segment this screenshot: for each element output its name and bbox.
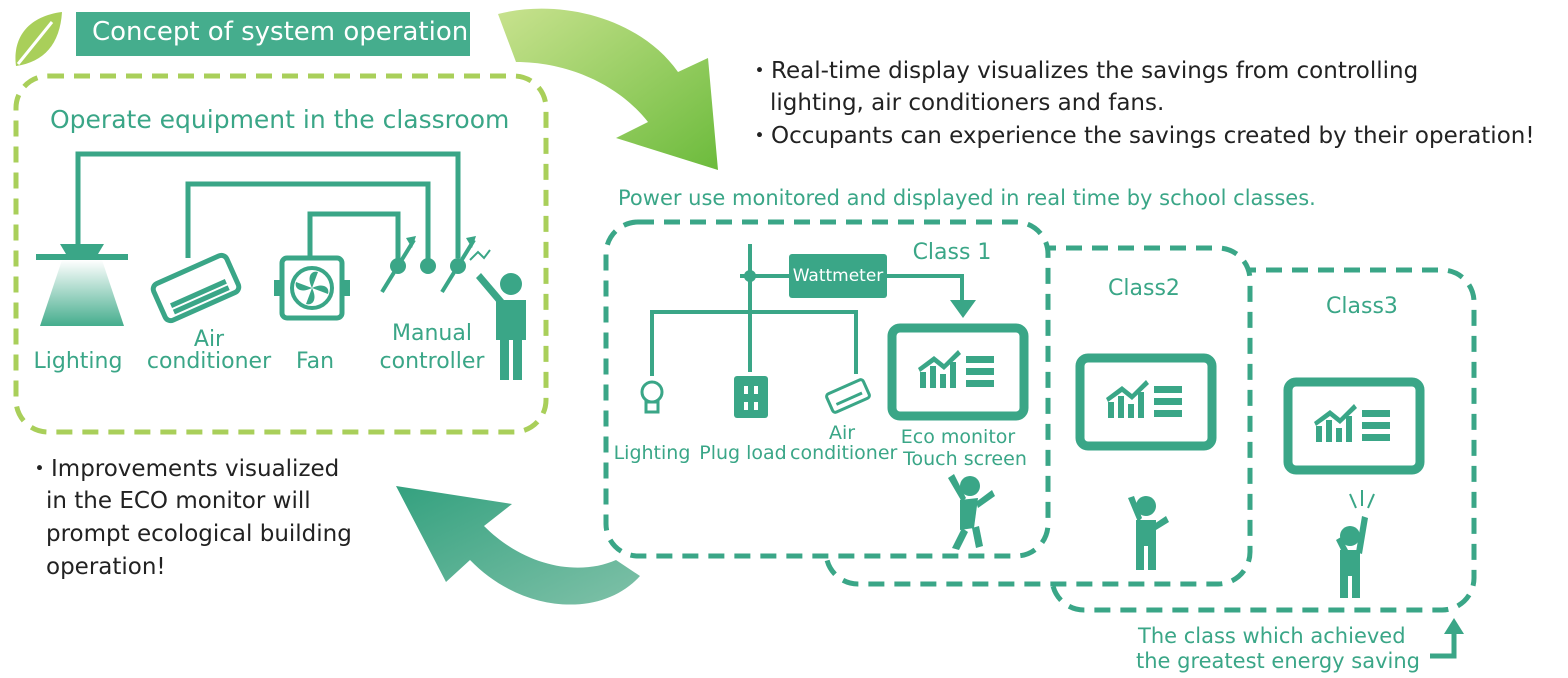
class1-frame (603, 219, 1051, 559)
spark-icon (469, 249, 491, 261)
arrow-up-icon (1430, 632, 1457, 659)
person-icon (476, 273, 526, 380)
note-bottom-line-2: in the ECO monitor will (46, 488, 311, 514)
class2-label: Class2 (1108, 276, 1180, 301)
eco-monitor-label-2: Touch screen (903, 448, 1027, 470)
cheer-lines-icon (1349, 490, 1375, 509)
classroom-title: Operate equipment in the classroom (50, 105, 510, 134)
note-top-line-1: ・Real-time display visualizes the saving… (748, 58, 1419, 84)
bulb-icon (640, 380, 664, 414)
class1-air-label-2: conditioner (790, 442, 898, 464)
label-air-2: conditioner (146, 349, 272, 374)
label-lighting: Lighting (33, 349, 123, 374)
class1-label: Class 1 (912, 240, 992, 265)
note-top-line-3: ・Occupants can experience the savings cr… (748, 123, 1535, 149)
caption-line-1: The class which achieved (1138, 624, 1406, 648)
outlet-icon (734, 376, 768, 418)
leaf-vein (16, 21, 54, 65)
monitoring-title: Power use monitored and displayed in rea… (618, 186, 1316, 210)
class1-air-label-1: Air (828, 422, 856, 444)
page-title: Concept of system operation (92, 17, 469, 47)
person-jumping-icon (948, 474, 995, 550)
eco-monitor-label-1: Eco monitor (900, 426, 1016, 448)
label-air-1: Air (193, 327, 225, 352)
wattmeter-box (789, 254, 887, 298)
classroom-frame (13, 73, 549, 435)
classroom-wiring (75, 151, 461, 262)
note-top-line-2: lighting, air conditioners and fans. (770, 90, 1165, 116)
ceiling-light-icon (36, 244, 128, 326)
title-banner (76, 12, 470, 56)
class3-label: Class3 (1326, 294, 1398, 319)
class1-plug-label: Plug load (699, 442, 787, 464)
person-cheering-icon (1336, 516, 1368, 598)
arrow-up-head (1444, 618, 1464, 634)
air-conditioner-icon (150, 252, 242, 324)
fan-icon (274, 255, 350, 321)
label-manual-1: Manual (392, 321, 472, 346)
person-waving-icon (1128, 496, 1169, 570)
wattmeter-label: Wattmeter (792, 266, 884, 286)
curved-arrow-top-icon (498, 8, 718, 170)
junction-dot (744, 270, 756, 282)
caption-line-2: the greatest energy saving (1136, 649, 1420, 673)
small-aircon-icon (825, 378, 871, 414)
note-bottom-line-3: prompt ecological building (46, 521, 352, 547)
arrow-down-icon (950, 300, 976, 318)
label-manual-2: controller (379, 349, 485, 374)
label-fan: Fan (295, 349, 335, 374)
curved-arrow-bottom-icon (396, 486, 640, 605)
dial-icon (380, 236, 476, 294)
class1-lighting-label: Lighting (613, 442, 691, 464)
note-bottom-line-4: operation! (46, 554, 166, 580)
note-bottom-line-1: ・Improvements visualized (28, 456, 340, 482)
